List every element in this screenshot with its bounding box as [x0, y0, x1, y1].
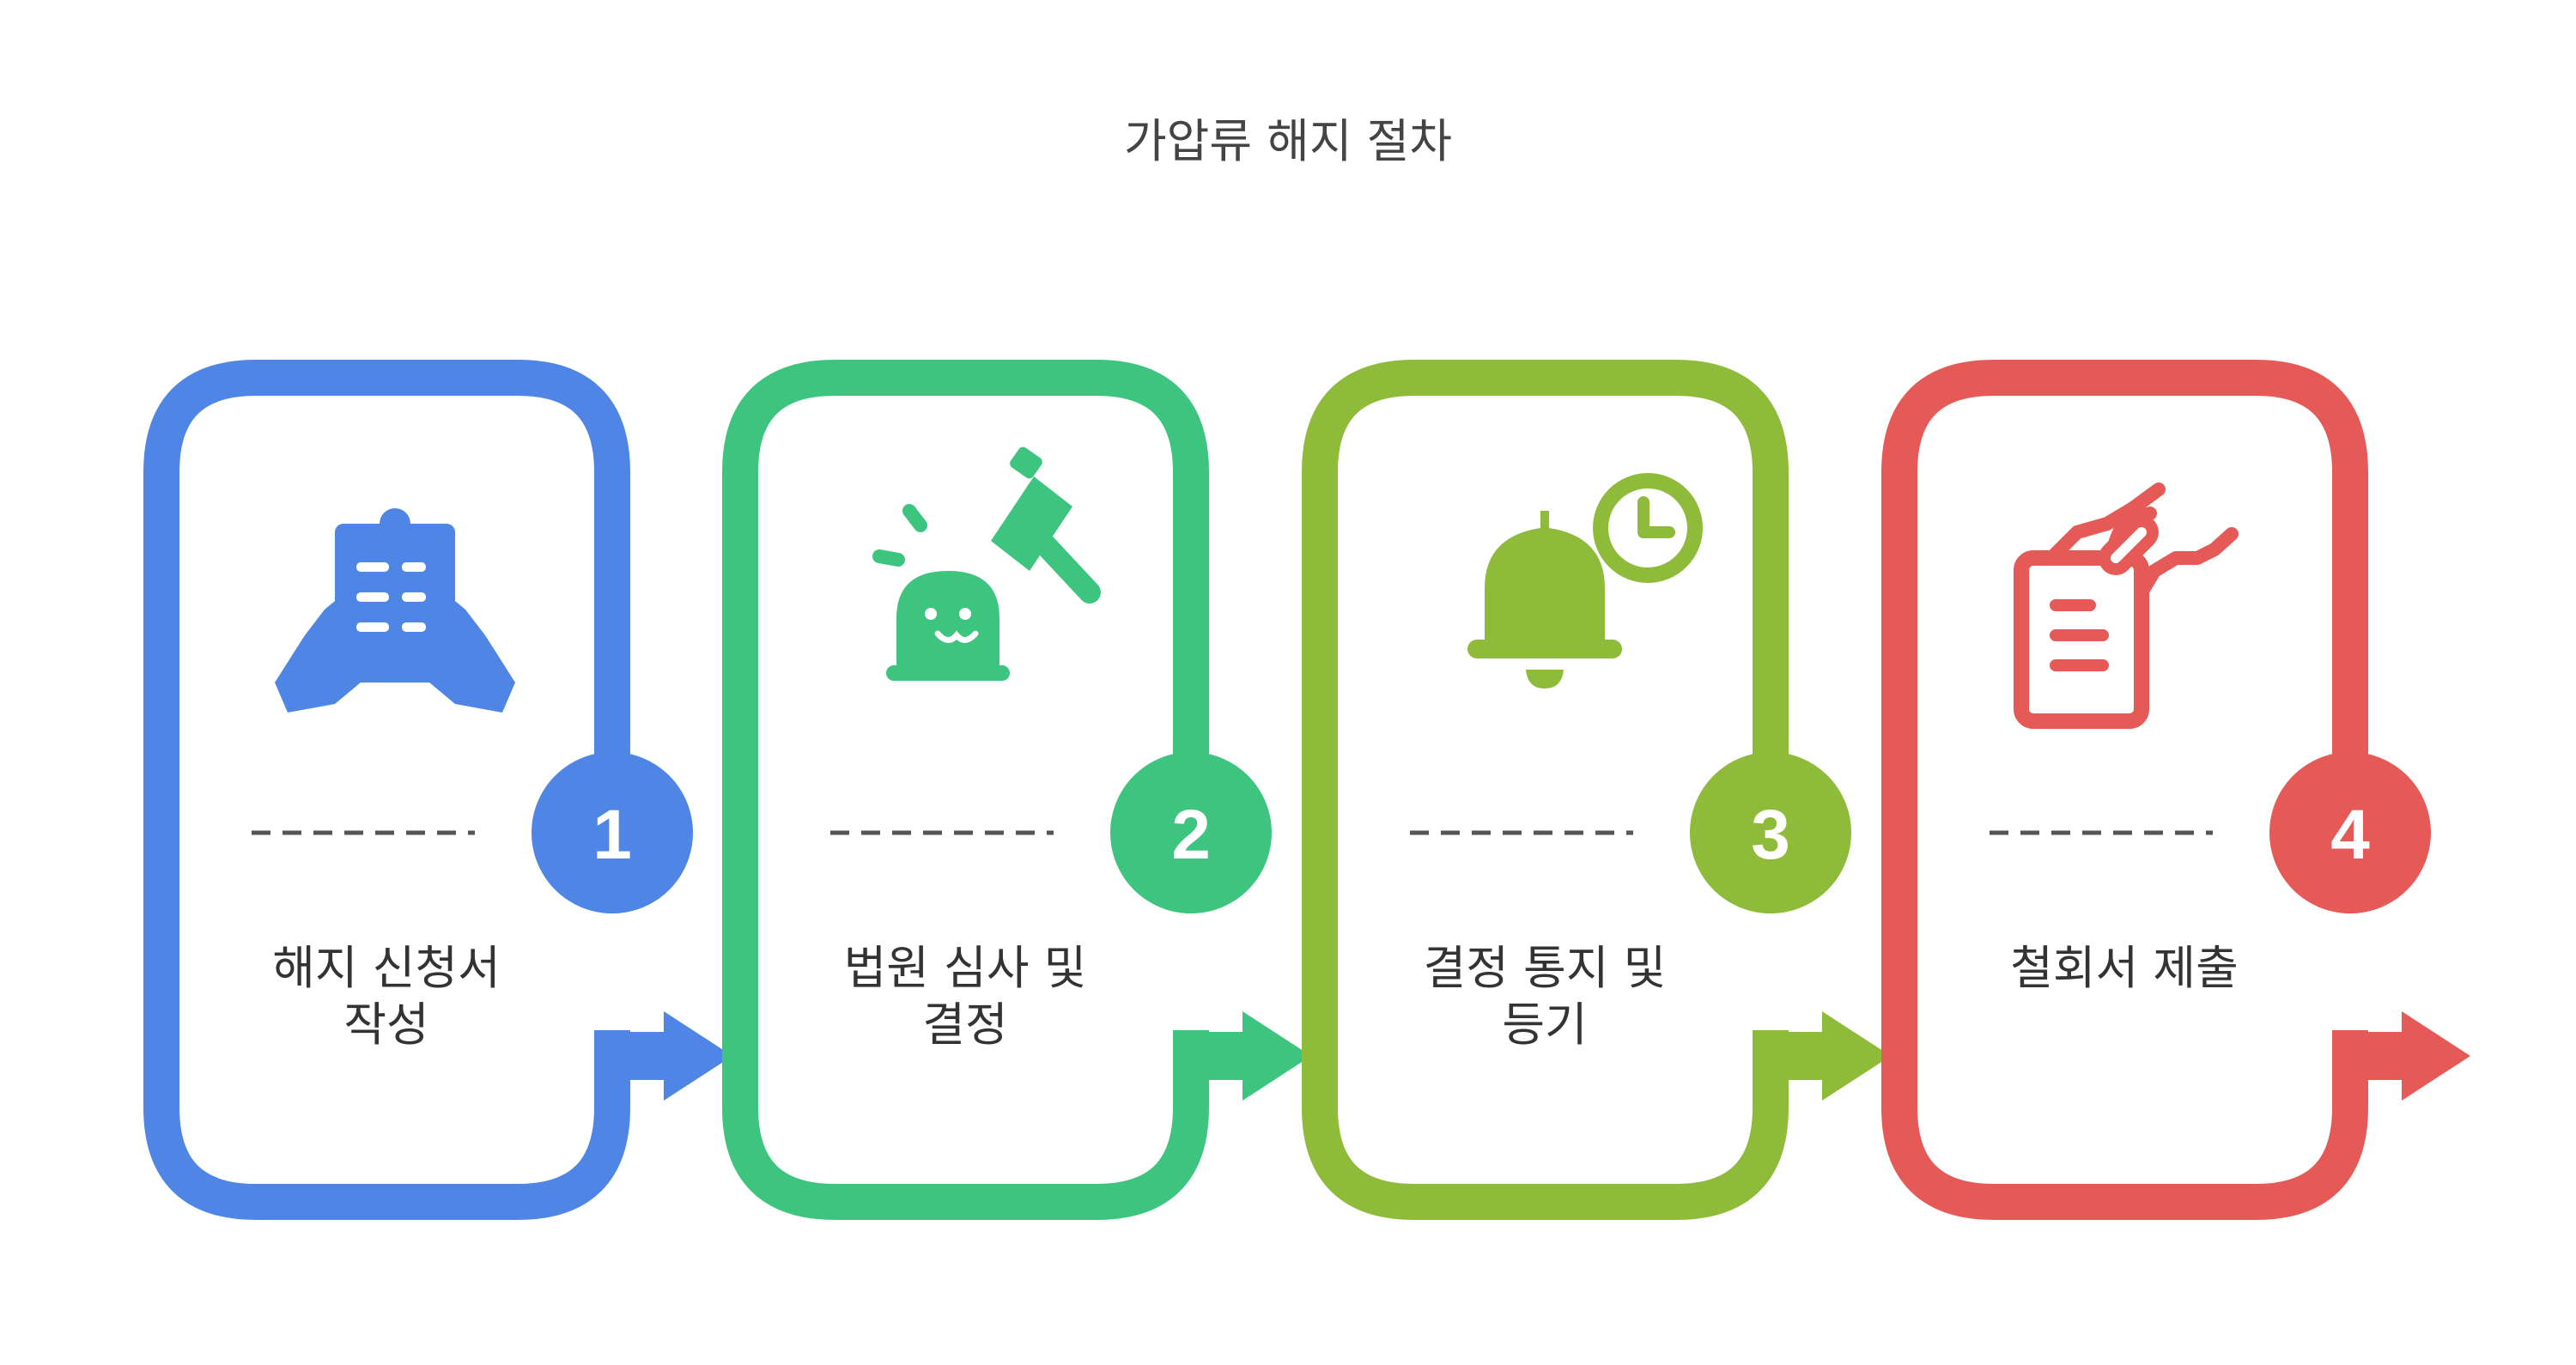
arrow-connector [1753, 1011, 1891, 1101]
step-number-badge [532, 752, 693, 913]
step-label-line: 결정 [922, 998, 1008, 1052]
step-label-line: 등기 [1502, 998, 1588, 1052]
step-frame [722, 360, 1209, 1220]
hands-holding-clipboard-icon [275, 508, 515, 713]
hand-document-icon [2021, 489, 2232, 721]
step-number: 3 [1751, 796, 1790, 874]
step-card-4: 4 [1881, 360, 2470, 1220]
step-number: 1 [592, 796, 632, 874]
step-frame [143, 360, 630, 1220]
arrow-connector [2332, 1011, 2470, 1101]
diagram-title: 가압류 해지 절차 [1123, 114, 1453, 168]
step-frame [1881, 360, 2368, 1220]
step-frame [1302, 360, 1789, 1220]
step-label: 철회서 제출 [1944, 940, 2305, 997]
step-number-badge [1690, 752, 1851, 913]
arrow-connector [1173, 1011, 1311, 1101]
arrow-connector [594, 1011, 732, 1101]
step-card-3: 3 [1302, 360, 1891, 1220]
step-label-line: 철회서 제출 [2010, 941, 2239, 995]
step-label-line: 해지 신청서 [272, 941, 501, 995]
bell-clock-icon [1467, 476, 1699, 689]
step-number-badge [1110, 752, 1272, 913]
step-card-1: 1 [143, 360, 732, 1220]
step-label-line: 법원 심사 및 [843, 941, 1087, 995]
step-number: 2 [1171, 796, 1211, 874]
judge-gavel-icon [879, 445, 1090, 681]
step-label-line: 결정 통지 및 [1423, 941, 1667, 995]
step-label-line: 작성 [343, 998, 429, 1052]
step-number-badge [2269, 752, 2431, 913]
step-number: 4 [2330, 796, 2370, 874]
step-card-2: 2 [722, 360, 1311, 1220]
